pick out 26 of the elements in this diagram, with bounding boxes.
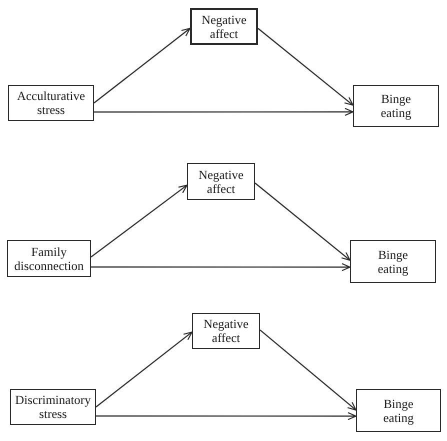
variable-label: Binge eating <box>380 92 412 120</box>
arrow <box>91 263 351 272</box>
variable-box <box>190 8 258 45</box>
arrow <box>94 28 191 104</box>
arrow <box>260 329 357 411</box>
variable-box <box>187 163 255 200</box>
variable-label: Binge eating <box>382 396 415 424</box>
variable-box <box>356 389 441 432</box>
arrow <box>258 28 354 106</box>
variable-box <box>8 85 94 121</box>
variable-box <box>7 240 91 277</box>
variable-label: Negative affect <box>200 12 248 40</box>
variable-label: Acculturative stress <box>16 89 86 117</box>
variable-label: Discriminatory stress <box>14 393 92 421</box>
arrow <box>96 332 193 408</box>
arrow <box>94 108 354 116</box>
arrow <box>90 184 188 258</box>
arrow <box>254 182 351 261</box>
variable-label: Negative affect <box>202 317 250 345</box>
variable-label: Negative affect <box>197 168 245 196</box>
variable-box <box>350 240 436 283</box>
variable-label: Family disconnection <box>13 244 85 272</box>
variable-box <box>192 313 260 349</box>
variable-box <box>353 85 439 127</box>
arrow <box>96 412 357 420</box>
variable-label: Binge eating <box>376 248 410 276</box>
